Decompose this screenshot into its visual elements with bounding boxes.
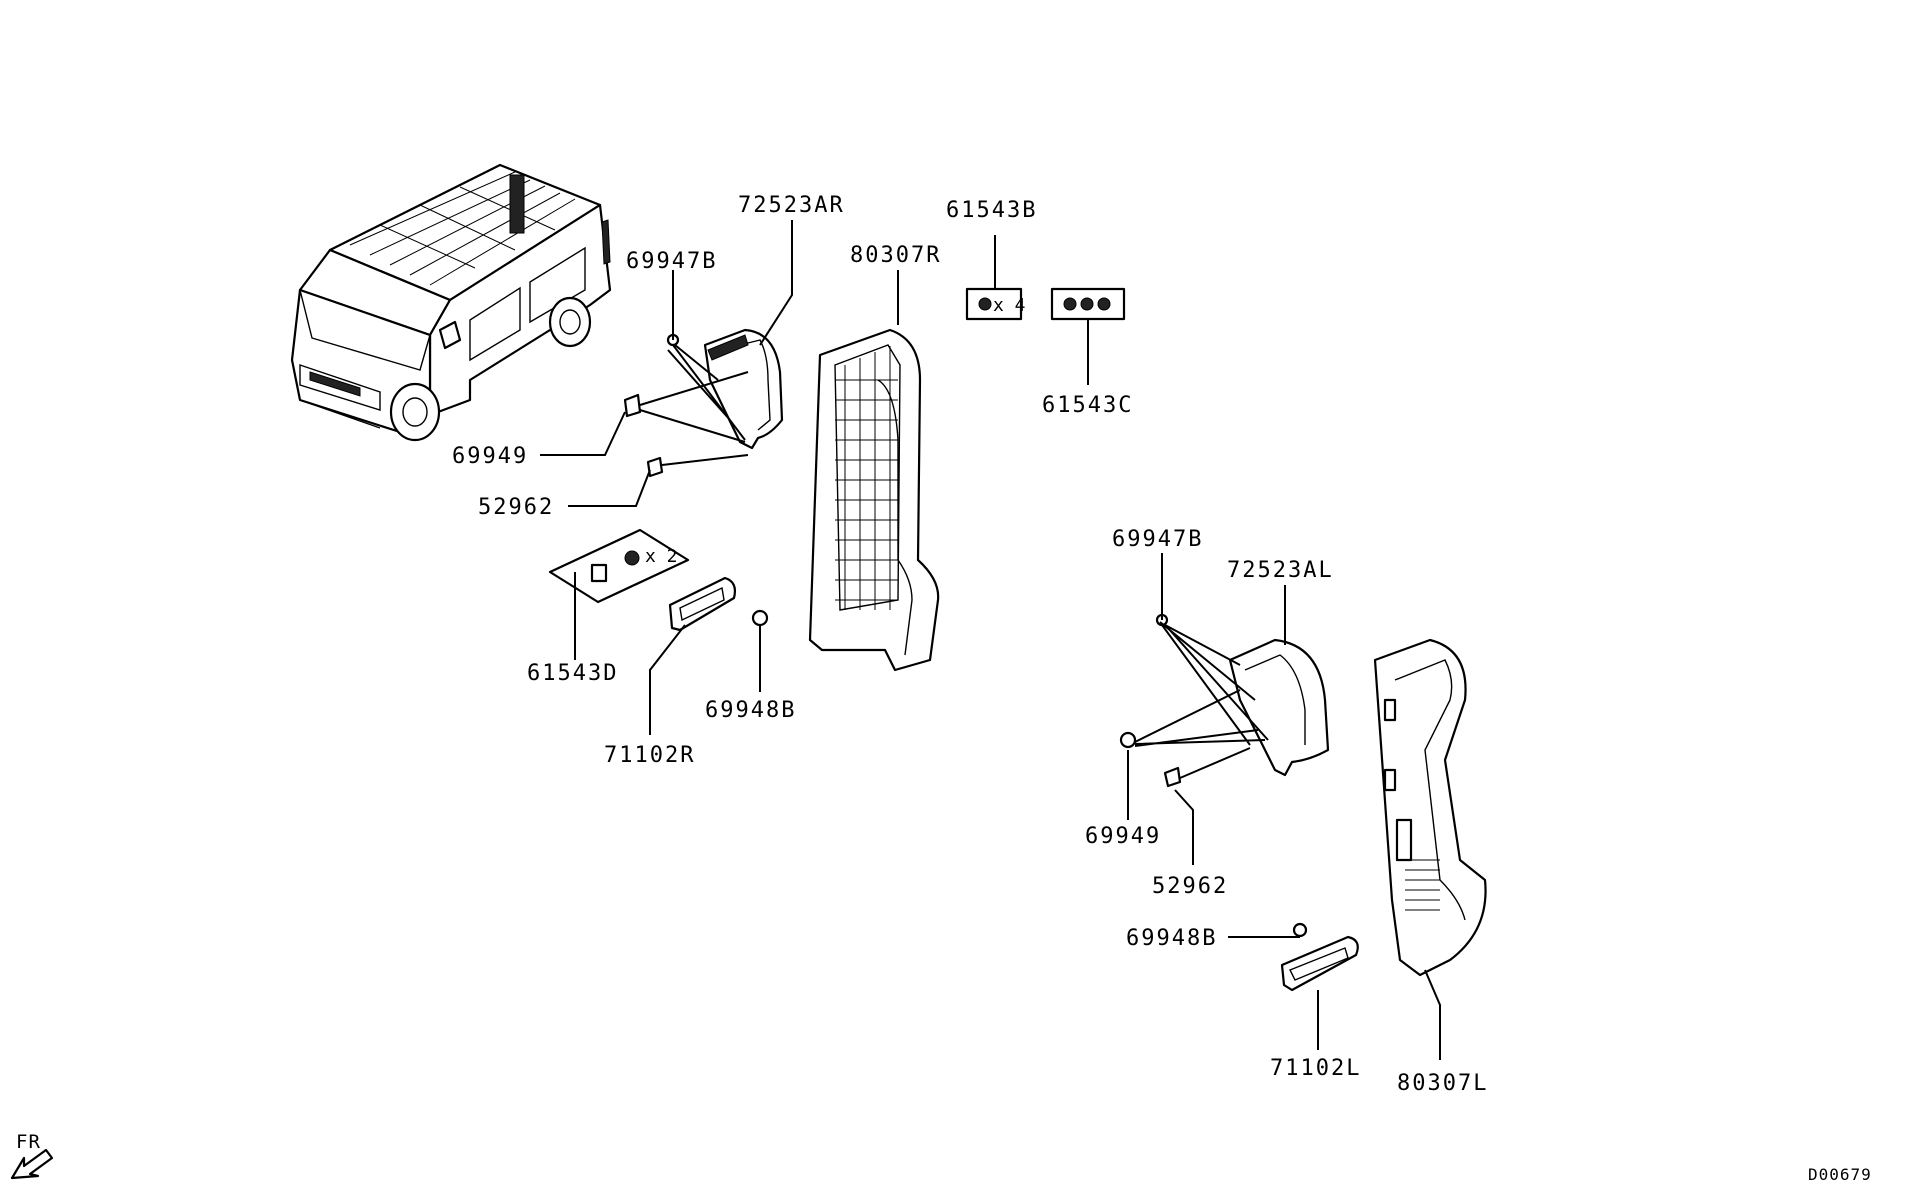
part-labels: 72523AR 80307R 61543B 69947B 61543C 6994… (452, 193, 1488, 1096)
diagram-reference: D00679 (1808, 1165, 1872, 1184)
van-illustration (290, 163, 612, 442)
leader-lines (540, 220, 1441, 1060)
label-69948B-right: 69948B (705, 698, 796, 723)
label-69949-left: 69949 (1085, 824, 1161, 849)
housing-80307R-shape (808, 328, 940, 672)
label-61543C: 61543C (1042, 393, 1133, 418)
kit-61543B-box: x 4 (965, 287, 1026, 321)
kit-61543C-box (1050, 287, 1126, 321)
quantity-x4: x 4 (993, 295, 1026, 316)
label-61543B: 61543B (946, 198, 1037, 223)
label-71102L: 71102L (1270, 1056, 1361, 1081)
label-69948B-left: 69948B (1126, 926, 1217, 951)
label-69949-right: 69949 (452, 444, 528, 469)
lamp-72523AR-shape (703, 328, 784, 450)
label-52962-left: 52962 (1152, 874, 1228, 899)
label-71102R: 71102R (604, 743, 695, 768)
label-69947B-left: 69947B (1112, 527, 1203, 552)
label-61543D: 61543D (527, 661, 618, 686)
quantity-x2: x 2 (645, 546, 678, 567)
orientation-label: FR (16, 1131, 41, 1153)
label-72523AL: 72523AL (1227, 558, 1334, 583)
label-69947B-right: 69947B (626, 249, 717, 274)
lamp-71102L-shape (1280, 922, 1359, 992)
label-52962-right: 52962 (478, 495, 554, 520)
lamp-71102R-shape (668, 576, 769, 632)
lamp-72523AL-shape (1228, 638, 1330, 777)
front-arrow-icon (10, 1148, 54, 1180)
orientation-indicator: FR (10, 1131, 54, 1180)
housing-80307L-shape (1373, 638, 1487, 977)
label-80307L: 80307L (1397, 1071, 1488, 1096)
kit-61543D-card: x 2 (548, 528, 690, 604)
label-72523AR: 72523AR (738, 193, 845, 218)
label-80307R: 80307R (850, 243, 941, 268)
